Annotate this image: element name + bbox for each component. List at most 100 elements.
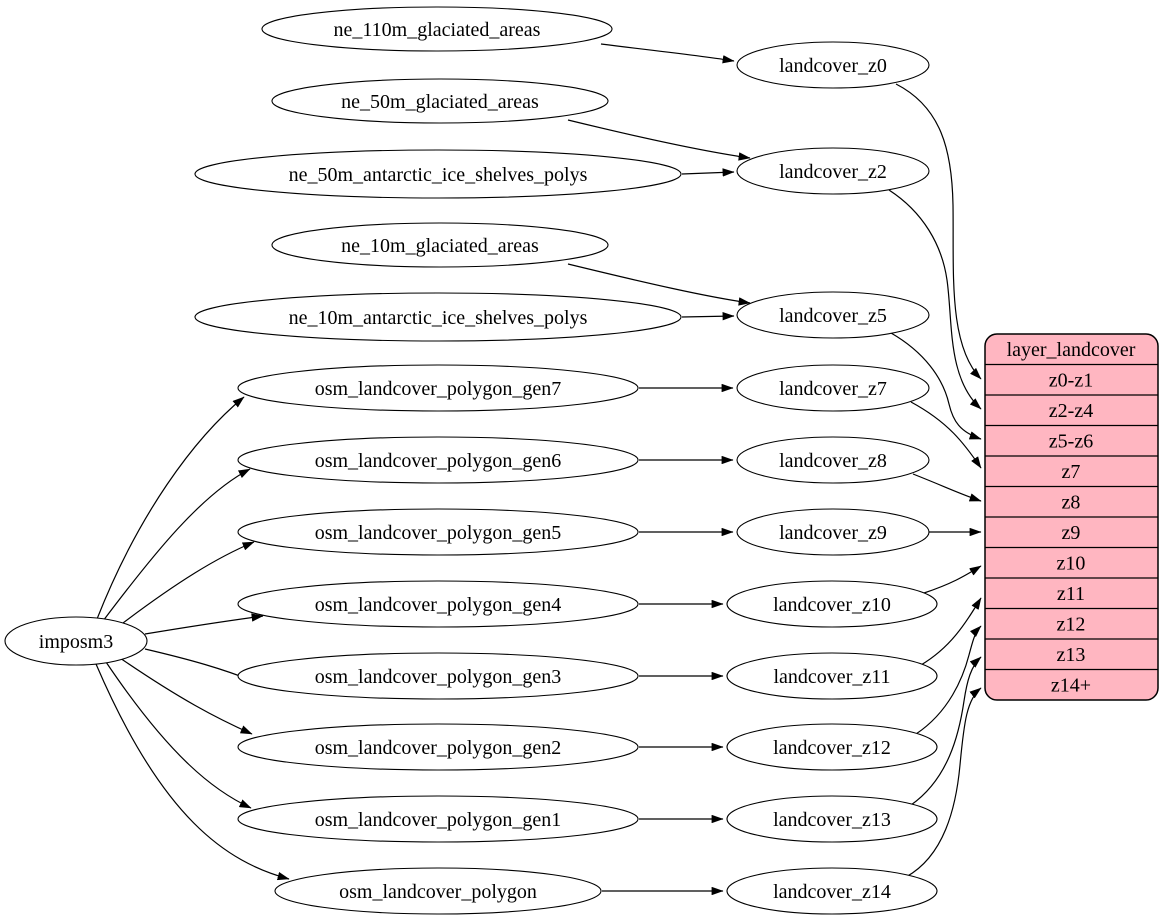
source-ellipse [237, 652, 639, 700]
source-ellipse [237, 580, 639, 628]
source-label: ne_50m_glaciated_areas [341, 91, 539, 113]
node-ne-110m-glaciated-areas: ne_110m_glaciated_areas [261, 6, 613, 52]
table-row-z13: z13 [1057, 644, 1086, 666]
node-landcover-z11: landcover_z11 [726, 652, 938, 700]
table-row-z11: z11 [1057, 583, 1085, 605]
source-ellipse [237, 795, 639, 843]
source-label: osm_landcover_polygon_gen7 [315, 378, 562, 400]
node-landcover-z10: landcover_z10 [726, 580, 938, 628]
edge-ne-10m-glaciated-areas-to-landcover-z5 [567, 263, 751, 306]
edge-ne-10m-antarctic-ice-shelves-polys-to-landcover-z5 [681, 312, 735, 321]
transform-label: landcover_z0 [779, 55, 887, 77]
edge-landcover-z10-to-row-z10 [923, 565, 982, 594]
node-ne-50m-antarctic-ice-shelves-polys: ne_50m_antarctic_ice_shelves_polys [194, 149, 682, 199]
edge-imposm3-to-gen1 [105, 661, 252, 809]
edge-imposm3-to-gen6 [102, 468, 251, 622]
source-label: osm_landcover_polygon_gen1 [315, 809, 562, 831]
node-landcover-z0: landcover_z0 [736, 41, 930, 89]
transform-label: landcover_z13 [773, 809, 891, 831]
table-row-z0-z1: z0-z1 [1049, 370, 1093, 392]
source-label: ne_10m_glaciated_areas [341, 235, 539, 257]
source-ellipse [237, 364, 639, 412]
source-label: ne_10m_antarctic_ice_shelves_polys [289, 307, 588, 329]
node-osm-landcover-polygon: osm_landcover_polygon [274, 867, 602, 915]
node-landcover-z5: landcover_z5 [736, 291, 930, 339]
node-layer-landcover-table: layer_landcover z0-z1 z2-z4 z5-z6 z7 z8 … [984, 333, 1159, 701]
table-row-z10: z10 [1057, 553, 1086, 575]
node-landcover-z8: landcover_z8 [736, 436, 930, 484]
transform-ellipse [736, 147, 930, 195]
node-osm-landcover-polygon-gen4: osm_landcover_polygon_gen4 [237, 580, 639, 628]
table-row-z2-z4: z2-z4 [1049, 400, 1093, 422]
edge-layer [95, 43, 982, 896]
transform-label: landcover_z5 [779, 305, 887, 327]
transform-label: landcover_z10 [773, 594, 891, 616]
edge-ne-50m-glaciated-areas-to-landcover-z2 [567, 119, 751, 161]
transform-ellipse [736, 436, 930, 484]
source-label: ne_110m_glaciated_areas [334, 19, 541, 41]
table-row-z14plus: z14+ [1051, 675, 1091, 697]
table-row-z7: z7 [1062, 461, 1081, 483]
transform-label: landcover_z7 [779, 378, 887, 400]
node-landcover-z13: landcover_z13 [726, 795, 938, 843]
transform-ellipse [726, 795, 938, 843]
source-label: osm_landcover_polygon_gen3 [315, 666, 562, 688]
edge-imposm3-to-gen4 [144, 613, 264, 635]
node-osm-landcover-polygon-gen5: osm_landcover_polygon_gen5 [237, 508, 639, 556]
source-ellipse [237, 508, 639, 556]
node-osm-landcover-polygon-gen2: osm_landcover_polygon_gen2 [237, 723, 639, 771]
edge-landcover-z14-to-row-z14plus [905, 687, 982, 878]
source-ellipse [194, 149, 682, 199]
node-imposm3: imposm3 [4, 616, 148, 666]
node-ne-50m-glaciated-areas: ne_50m_glaciated_areas [271, 78, 609, 124]
transform-label: landcover_z2 [779, 161, 887, 183]
source-ellipse [237, 723, 639, 771]
edge-imposm3-to-gen7 [96, 396, 245, 620]
edge-landcover-z13-to-row-z13 [910, 656, 982, 806]
node-landcover-z12: landcover_z12 [726, 723, 938, 771]
node-osm-landcover-polygon-gen1: osm_landcover_polygon_gen1 [237, 795, 639, 843]
node-osm-landcover-polygon-gen3: osm_landcover_polygon_gen3 [237, 652, 639, 700]
edge-landcover-z5-to-row-z5-z6 [890, 332, 982, 440]
table-row-z9: z9 [1062, 522, 1081, 544]
transform-ellipse [736, 508, 930, 556]
source-label: osm_landcover_polygon_gen6 [315, 450, 562, 472]
transform-ellipse [726, 652, 938, 700]
node-landcover-z2: landcover_z2 [736, 147, 930, 195]
transform-ellipse [726, 867, 938, 915]
node-landcover-z7: landcover_z7 [736, 364, 930, 412]
source-label: osm_landcover_polygon_gen5 [315, 522, 562, 544]
transform-label: landcover_z12 [773, 737, 891, 759]
transform-ellipse [736, 364, 930, 412]
transform-ellipse [736, 41, 930, 89]
edge-landcover-z2-to-row-z2-z4 [888, 189, 982, 410]
transform-label: landcover_z11 [774, 666, 891, 688]
source-label: osm_landcover_polygon [339, 881, 537, 903]
edge-imposm3-to-gen2 [119, 657, 253, 735]
transform-label: landcover_z8 [779, 450, 887, 472]
source-ellipse [274, 867, 602, 915]
edge-imposm3-to-gen3 [144, 648, 254, 682]
edge-landcover-z0-to-row-z0-z1 [895, 83, 982, 380]
source-ellipse [261, 6, 613, 52]
edge-landcover-z12-to-row-z12 [915, 625, 982, 735]
node-landcover-z14: landcover_z14 [726, 867, 938, 915]
table-row-z12: z12 [1057, 614, 1086, 636]
imposm3-label: imposm3 [39, 631, 113, 653]
edge-ne-50m-antarctic-ice-shelves-polys-to-landcover-z2 [681, 168, 735, 177]
edge-landcover-z8-to-row-z8 [912, 473, 982, 502]
node-ne-10m-glaciated-areas: ne_10m_glaciated_areas [271, 222, 609, 268]
edge-landcover-z11-to-row-z11 [920, 597, 982, 666]
transform-ellipse [736, 291, 930, 339]
source-ellipse [237, 436, 639, 484]
edge-ne-110m-glaciated-areas-to-landcover-z0 [600, 43, 735, 64]
source-ellipse [271, 78, 609, 124]
edge-landcover-z7-to-row-z7 [910, 401, 982, 469]
transform-ellipse [726, 580, 938, 628]
node-osm-landcover-polygon-gen6: osm_landcover_polygon_gen6 [237, 436, 639, 484]
imposm3-ellipse [4, 616, 148, 666]
source-label: osm_landcover_polygon_gen2 [315, 737, 562, 759]
source-label: ne_50m_antarctic_ice_shelves_polys [289, 164, 588, 186]
transform-label: landcover_z9 [779, 522, 887, 544]
source-ellipse [194, 292, 682, 342]
